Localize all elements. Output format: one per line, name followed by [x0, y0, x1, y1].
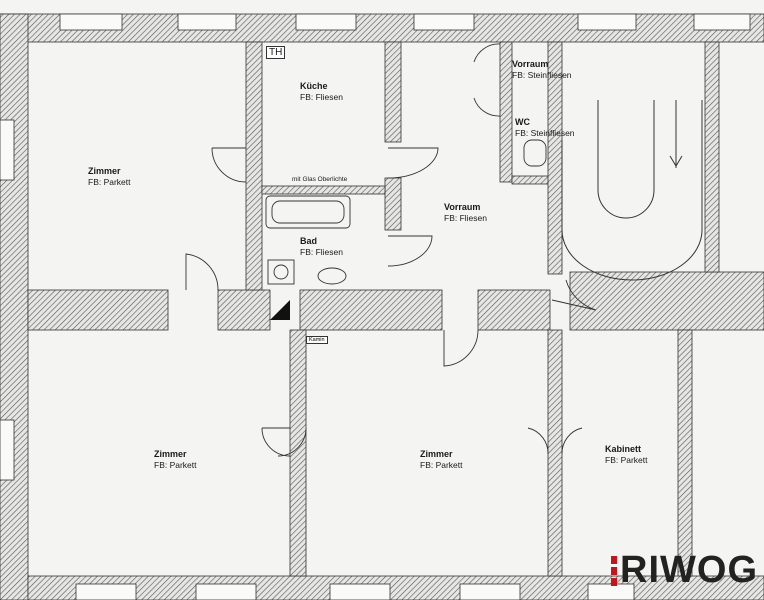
- room-floor: FB: Fliesen: [444, 213, 487, 224]
- washing-machine: [267, 259, 295, 285]
- wall-v-wc-west: [499, 41, 513, 183]
- wall-mid-east: [569, 271, 764, 331]
- wall-v-zimmer-kueche: [245, 41, 263, 291]
- wall-kueche-bad: [261, 185, 386, 195]
- room-zimmer-nw: Zimmer FB: Parkett: [88, 165, 131, 189]
- wall-mid-2: [299, 289, 443, 331]
- th-label: TH: [266, 46, 286, 59]
- room-floor: FB: Steinfliesen: [512, 70, 572, 81]
- room-name: Zimmer: [154, 449, 187, 459]
- wall-south: [27, 575, 764, 600]
- wall-north: [0, 13, 764, 43]
- windows: [0, 13, 751, 600]
- wall-west: [0, 13, 29, 600]
- wall-v-kueche-vorraum-a: [384, 41, 402, 143]
- fixtures: [265, 139, 547, 285]
- room-name: Zimmer: [88, 166, 121, 176]
- wall-mid-west: [27, 289, 169, 331]
- logo-text: RIWOG: [620, 549, 758, 591]
- wall-v-lower-3: [677, 329, 693, 577]
- room-name: Küche: [300, 81, 328, 91]
- room-kueche: Küche FB: Fliesen: [300, 80, 343, 104]
- bathtub: [265, 195, 351, 229]
- doors: [185, 43, 597, 457]
- logo-mark-icon: [611, 555, 618, 586]
- room-vorraum-top: Vorraum FB: Steinfliesen: [512, 58, 572, 82]
- kamin-marker: [270, 300, 290, 320]
- room-floor: FB: Parkett: [605, 455, 648, 466]
- kamin-label: Kamin: [306, 336, 328, 344]
- wall-wc-south: [511, 175, 553, 185]
- door-lower-1: [261, 427, 307, 457]
- room-kabinett: Kabinett FB: Parkett: [605, 443, 648, 467]
- room-vorraum-center: Vorraum FB: Fliesen: [444, 201, 487, 225]
- walls: [0, 13, 764, 600]
- door-zimmer-s: [443, 329, 479, 367]
- room-bad: Bad FB: Fliesen: [300, 235, 343, 259]
- wall-v-kueche-vorraum-b: [384, 177, 402, 231]
- wall-v-lower-2: [547, 329, 563, 577]
- door-zimmer-vorraum: [185, 253, 219, 291]
- room-floor: FB: Steinfliesen: [515, 128, 575, 139]
- glass-note: mit Glas Oberlichte: [292, 176, 348, 183]
- room-wc: WC FB: Steinfliesen: [515, 116, 575, 140]
- toilet: [523, 139, 547, 167]
- door-zimmer-kueche-1: [211, 147, 247, 183]
- room-zimmer-sw: Zimmer FB: Parkett: [154, 448, 197, 472]
- staircase: [561, 100, 703, 281]
- door-vorraum-top: [473, 43, 501, 117]
- riwog-logo: RIWOG: [611, 549, 758, 592]
- door-kueche-vorraum: [387, 147, 439, 179]
- door-kabinett: [551, 279, 597, 311]
- room-name: Bad: [300, 236, 318, 246]
- room-name: Zimmer: [420, 449, 453, 459]
- room-name: Vorraum: [512, 59, 549, 69]
- door-lower-2: [527, 427, 583, 455]
- door-bad: [387, 235, 433, 267]
- room-name: WC: [515, 117, 530, 127]
- sink: [317, 267, 347, 285]
- wall-mid-1: [217, 289, 271, 331]
- wall-v-east-upper: [704, 41, 720, 273]
- room-floor: FB: Parkett: [154, 460, 197, 471]
- room-zimmer-s: Zimmer FB: Parkett: [420, 448, 463, 472]
- room-floor: FB: Parkett: [88, 177, 131, 188]
- room-name: Vorraum: [444, 202, 481, 212]
- room-floor: FB: Fliesen: [300, 247, 343, 258]
- wall-mid-3: [477, 289, 551, 331]
- room-floor: FB: Fliesen: [300, 92, 343, 103]
- wall-v-lower-1: [289, 329, 307, 577]
- room-name: Kabinett: [605, 444, 641, 454]
- room-floor: FB: Parkett: [420, 460, 463, 471]
